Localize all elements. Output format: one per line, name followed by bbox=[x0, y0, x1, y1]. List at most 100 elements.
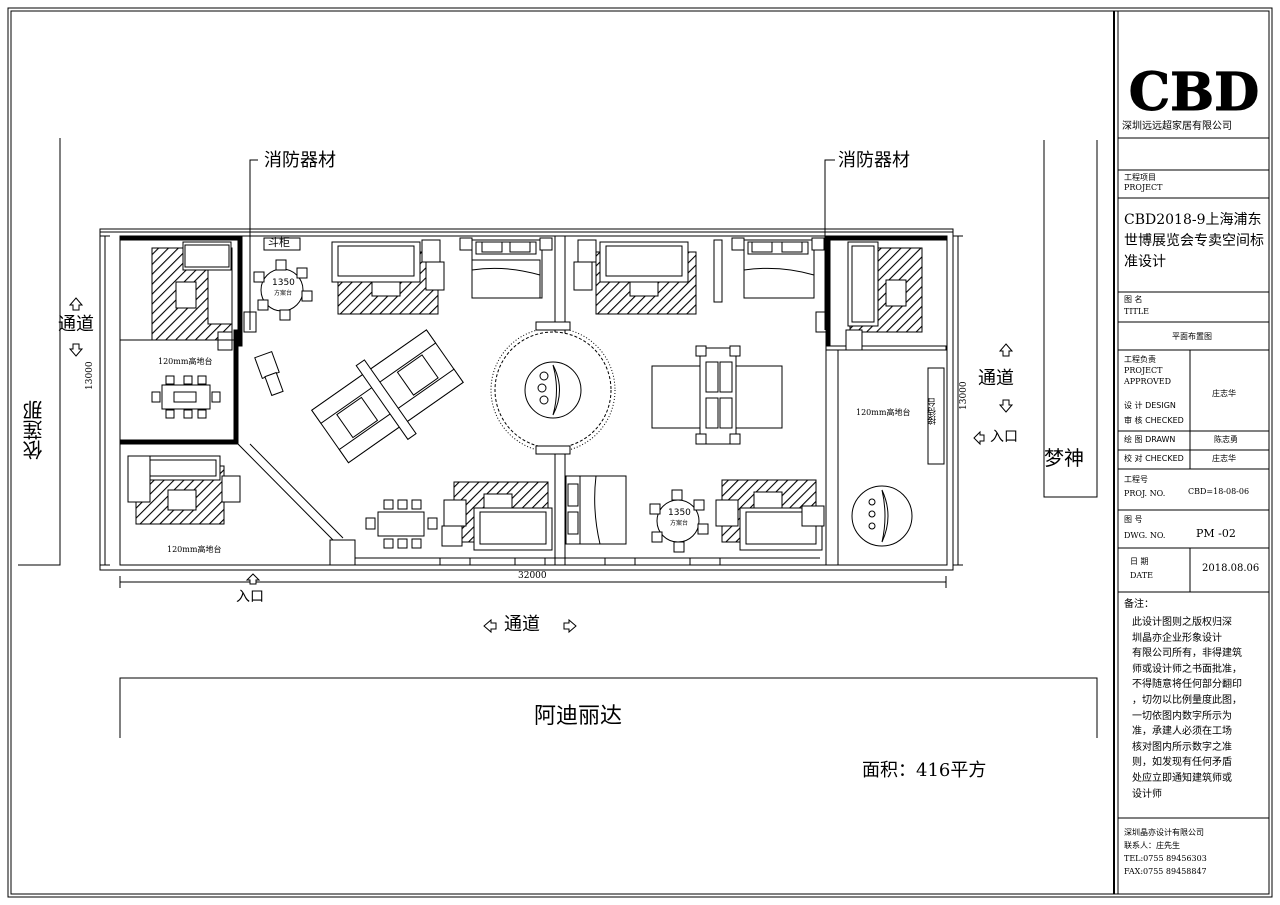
approved-value: 庄志华 bbox=[1212, 389, 1236, 398]
note-line: 此设计图则之版权归深 bbox=[1132, 617, 1232, 628]
project-label-en: PROJECT bbox=[1124, 183, 1163, 192]
title-label-cn: 图 名 bbox=[1124, 295, 1143, 304]
approved-label-en2: APPROVED bbox=[1124, 377, 1172, 386]
title-label-en: TITLE bbox=[1124, 307, 1149, 316]
platform-label-c: 120mm高地台 bbox=[856, 408, 911, 417]
reception-desk-label: 接待台 bbox=[928, 398, 938, 425]
proj-no-value: CBD=18-08-06 bbox=[1188, 487, 1250, 496]
proj-no-label-cn: 工程号 bbox=[1124, 475, 1148, 484]
approved-label-cn: 工程负责 bbox=[1124, 355, 1156, 364]
dou-gui-cabinet bbox=[263, 237, 301, 251]
bed-top-center-left bbox=[459, 237, 553, 299]
sofa-set-top-center-right bbox=[573, 239, 697, 315]
fire-equipment-leaders bbox=[243, 159, 835, 333]
round-table-size-left: 1350 bbox=[272, 278, 295, 288]
dwg-no-label-cn: 图 号 bbox=[1124, 515, 1143, 524]
company-name: 深圳远远超家居有限公司 bbox=[1122, 121, 1232, 132]
note-line: 处应立即通知建筑师或 bbox=[1132, 772, 1232, 784]
drawn-value: 陈志勇 bbox=[1214, 435, 1238, 444]
sofa-set-bottom-center-left bbox=[441, 481, 553, 551]
entrance-label-right: 入口 bbox=[990, 429, 1018, 445]
note-line: ，切勿以比例量度此图， bbox=[1132, 694, 1242, 706]
platform-label-b: 120mm高地台 bbox=[167, 545, 222, 554]
sofa-set-top-center-left bbox=[331, 239, 445, 315]
dou-gui-label: 斗柜 bbox=[268, 236, 290, 249]
checked2-label: 校 对 CHECKED bbox=[1124, 454, 1184, 463]
platform-label-a: 120mm高地台 bbox=[158, 357, 213, 366]
dimension-lines bbox=[100, 235, 963, 588]
note-line: 师或设计师之书面批准， bbox=[1132, 663, 1242, 675]
area-label: 面积：416平方 bbox=[862, 760, 987, 781]
dining-set-bottom bbox=[365, 499, 438, 549]
dwg-no-value: PM -02 bbox=[1196, 527, 1236, 540]
note-line: 一切依图内数字所示为 bbox=[1132, 710, 1232, 722]
booth-walls bbox=[99, 228, 954, 571]
entrance-label-bottom: 入口 bbox=[236, 589, 264, 605]
fire-equipment-label-left: 消防器材 bbox=[264, 150, 336, 171]
bed-center-rotated bbox=[311, 329, 464, 464]
round-table-sub-left: 方案台 bbox=[274, 290, 293, 297]
neighbor-right-boundary bbox=[1043, 140, 1098, 498]
project-label-cn: 工程项目 bbox=[1124, 173, 1156, 182]
dimension-height-left: 13000 bbox=[85, 361, 95, 390]
dimension-height-right: 13000 bbox=[959, 381, 969, 410]
round-table-1350-right bbox=[649, 489, 709, 553]
notes-block: 此设计图则之版权归深 圳晶亦企业形象设计 有限公司所有，非得建筑 师或设计师之书… bbox=[1132, 615, 1242, 802]
approved-label-en1: PROJECT bbox=[1124, 366, 1163, 375]
proj-no-label-en: PROJ. NO. bbox=[1124, 489, 1166, 498]
bed-center-right bbox=[651, 345, 783, 445]
note-line: 圳晶亦企业形象设计 bbox=[1132, 632, 1222, 644]
bed-bottom-center bbox=[565, 475, 627, 545]
corridor-label-bottom: 通道 bbox=[504, 614, 540, 635]
date-label-en: DATE bbox=[1130, 571, 1153, 580]
corridor-label-right: 通道 bbox=[978, 368, 1014, 389]
corridor-label-left: 通道 bbox=[58, 314, 94, 335]
title-value: 平面布置图 bbox=[1172, 332, 1212, 341]
note-line: 有限公司所有，非得建筑 bbox=[1132, 648, 1242, 660]
sofa-set-bottom-left bbox=[127, 455, 241, 525]
project-name: CBD2018-9上海浦东世博展览会专卖空间标准设计 bbox=[1124, 212, 1264, 270]
round-table-sub-right: 方案台 bbox=[670, 520, 689, 527]
dwg-no-label-en: DWG. NO. bbox=[1124, 531, 1166, 540]
footer-tel: TEL:0755 89456303 bbox=[1124, 854, 1207, 863]
sofa-set-top-right bbox=[845, 241, 923, 351]
neighbor-bottom-boundary bbox=[119, 677, 1098, 738]
cbd-logo: CBD bbox=[1129, 62, 1259, 123]
arrow-icons bbox=[68, 297, 1014, 634]
footer-company: 深圳晶亦设计有限公司 bbox=[1124, 828, 1204, 837]
date-label-cn: 日 期 bbox=[1130, 557, 1149, 566]
dimension-width-label: 32000 bbox=[518, 571, 547, 581]
round-table-1350-left bbox=[253, 259, 313, 321]
checked-label: 审 核 CHECKED bbox=[1124, 416, 1184, 425]
neighbor-left-boundary bbox=[18, 138, 61, 566]
fire-equipment-label-right: 消防器材 bbox=[838, 150, 910, 171]
footer-fax: FAX:0755 89458847 bbox=[1124, 867, 1207, 876]
neighbor-left-label: 依莲那 bbox=[22, 400, 46, 460]
dining-set-left bbox=[151, 375, 221, 419]
bed-top-center-right bbox=[713, 237, 825, 303]
neighbor-right-label: 梦神 bbox=[1044, 446, 1084, 470]
notes-label: 备注： bbox=[1124, 599, 1154, 610]
note-line: 核对图内所示数字之准 bbox=[1132, 741, 1232, 753]
footer-block: 深圳晶亦设计有限公司 联系人：庄先生 TEL:0755 89456303 FAX… bbox=[1124, 826, 1207, 878]
date-value: 2018.08.06 bbox=[1202, 563, 1260, 574]
note-line: 设计师 bbox=[1132, 788, 1162, 800]
armchair-small bbox=[254, 350, 284, 397]
design-label: 设 计 DESIGN bbox=[1124, 401, 1176, 410]
footer-contact: 联系人：庄先生 bbox=[1124, 841, 1180, 850]
central-round-feature bbox=[490, 321, 616, 455]
note-line: 则，如发现有任何矛盾 bbox=[1132, 757, 1232, 769]
note-line: 不得随意将任何部分翻印 bbox=[1132, 679, 1242, 691]
reception-desk bbox=[927, 367, 945, 465]
title-block-grid bbox=[1118, 137, 1269, 819]
note-line: 准，承建人必须在工场 bbox=[1132, 726, 1232, 738]
drawn-label: 绘 图 DRAWN bbox=[1124, 435, 1176, 444]
sheet-border bbox=[7, 7, 1273, 898]
round-table-size-right: 1350 bbox=[668, 508, 691, 518]
sofa-set-top-left bbox=[120, 241, 236, 351]
neighbor-bottom-label: 阿迪丽达 bbox=[534, 704, 623, 729]
round-decor-bottom-right bbox=[851, 485, 913, 547]
checked2-value: 庄志华 bbox=[1212, 454, 1236, 463]
sofa-set-bottom-center-right bbox=[715, 479, 825, 551]
